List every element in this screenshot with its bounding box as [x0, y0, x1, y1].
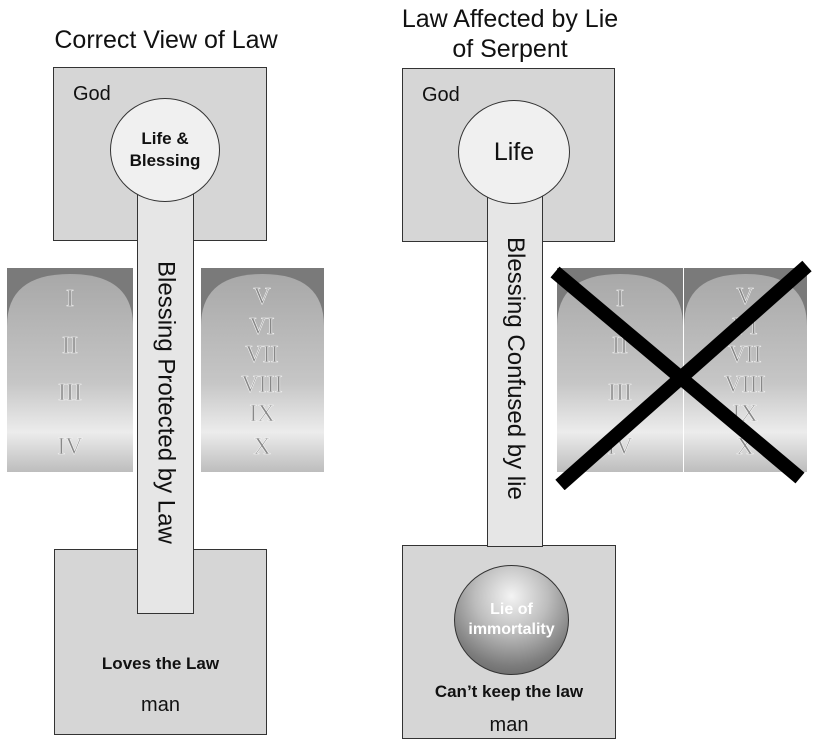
left-tablet-2-numeral: X: [253, 434, 270, 460]
left-tablet-2-numeral: VIII: [241, 372, 282, 398]
right-tablet-2-numeral: VIII: [724, 372, 765, 398]
left-tablet-1-numeral: III: [58, 380, 82, 406]
left-tablet-2-numeral: VI: [249, 314, 274, 340]
right-title-line2: of Serpent: [452, 35, 568, 63]
left-god-label: God: [73, 83, 111, 105]
left-circle-label-line1: Life &: [141, 129, 189, 148]
right-god-label: God: [422, 84, 460, 106]
left-tablet-1-numeral: II: [62, 333, 78, 359]
left-life-circle: Life & Blessing: [110, 98, 220, 202]
left-title: Correct View of Law: [54, 26, 278, 54]
left-man-caption: Loves the Law: [101, 654, 220, 673]
left-man-label: man: [141, 694, 180, 716]
left-bar-label: Blessing Protected by Law: [152, 260, 180, 544]
right-title: Law Affected by Lie of Serpent: [380, 4, 640, 64]
left-tablet-2: V VI VII VIII IX X: [201, 268, 324, 472]
right-bar: Blessing Confused by lie: [487, 190, 543, 547]
cross-out-icon: [550, 260, 812, 490]
lie-label-line2: immortality: [468, 621, 555, 638]
right-tablet-2-numeral: V: [736, 284, 754, 310]
left-tablet-1-numeral: I: [66, 286, 74, 312]
right-tablet-1-numeral: II: [612, 333, 628, 359]
right-life-circle: Life: [458, 100, 570, 204]
right-tablet-1: I II III IV: [557, 268, 683, 472]
right-tablet-2-numeral: VII: [728, 342, 761, 368]
lie-of-immortality-circle: Lie of immortality: [454, 565, 569, 675]
left-tablet-1: I II III IV: [7, 268, 133, 472]
left-bar: Blessing Protected by Law: [137, 190, 194, 614]
right-tablet-1-numeral: I: [616, 286, 624, 312]
right-man-label: man: [489, 714, 529, 736]
right-man-caption: Can’t keep the law: [434, 682, 584, 701]
left-tablet-2-numeral: VII: [245, 342, 278, 368]
left-tablet-2-numeral: V: [253, 284, 271, 310]
left-tablet-1-numeral: IV: [57, 434, 83, 460]
lie-label-line1: Lie of: [490, 601, 533, 618]
right-bar-label: Blessing Confused by lie: [502, 237, 529, 500]
left-tablet-2-numeral: IX: [249, 401, 274, 427]
left-circle-label-line2: Blessing: [129, 151, 201, 170]
right-title-line1: Law Affected by Lie: [401, 5, 619, 33]
right-circle-label: Life: [493, 137, 535, 166]
right-tablet-1-numeral: III: [608, 380, 632, 406]
